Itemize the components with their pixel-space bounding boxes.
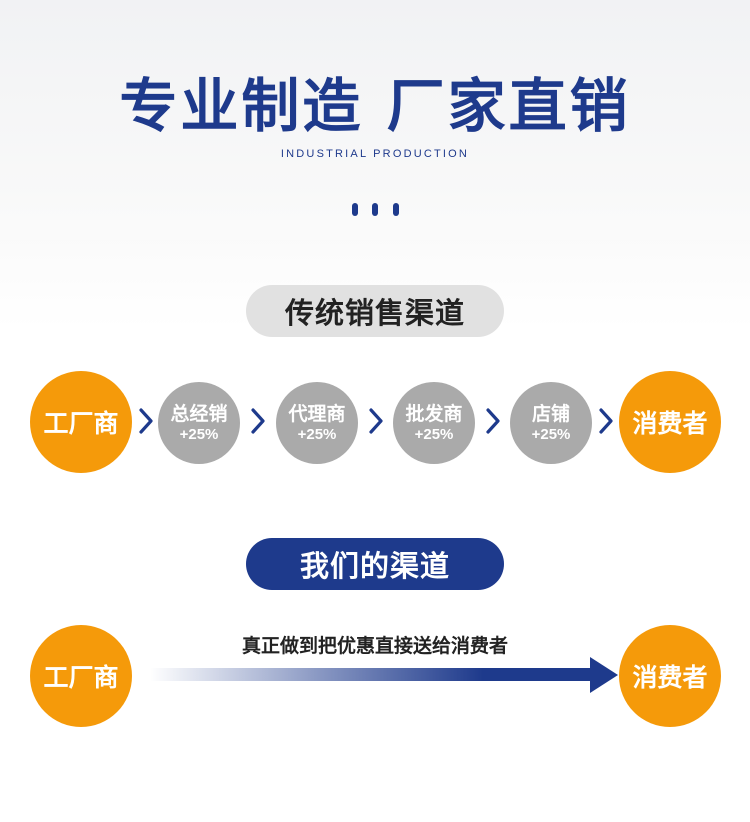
step-store: 店铺 +25% [510,382,592,464]
consumer-circle: 消费者 [619,625,721,727]
step-name: 批发商 [405,402,463,425]
step-name: 总经销 [170,402,228,425]
chevron-right-icon [486,408,500,434]
page-title: 专业制造 厂家直销 [119,72,631,140]
decor-dot [372,203,378,216]
step-wholesaler: 批发商 +25% [393,382,475,464]
step-markup: +25% [297,425,337,443]
step-markup: +25% [414,425,454,443]
step-agent: 代理商 +25% [276,382,358,464]
flow-arrow-shaft [150,668,594,681]
step-markup: +25% [179,425,219,443]
chevron-right-icon [369,408,383,434]
chevron-right-icon [251,408,265,434]
arrow-right-icon [590,657,618,693]
consumer-circle: 消费者 [619,371,721,473]
traditional-channel-label: 传统销售渠道 [246,285,504,337]
step-name: 代理商 [288,402,346,425]
decor-dot [393,203,399,216]
step-markup: +25% [531,425,571,443]
step-general-distributor: 总经销 +25% [158,382,240,464]
decor-dot [352,203,358,216]
direct-slogan: 真正做到把优惠直接送给消费者 [241,635,508,657]
chevron-right-icon [599,408,613,434]
factory-circle: 工厂商 [30,371,132,473]
step-name: 店铺 [531,402,570,425]
chevron-right-icon [139,408,153,434]
page-subtitle: INDUSTRIAL PRODUCTION [280,148,470,160]
factory-circle: 工厂商 [30,625,132,727]
our-channel-label: 我们的渠道 [246,538,504,590]
